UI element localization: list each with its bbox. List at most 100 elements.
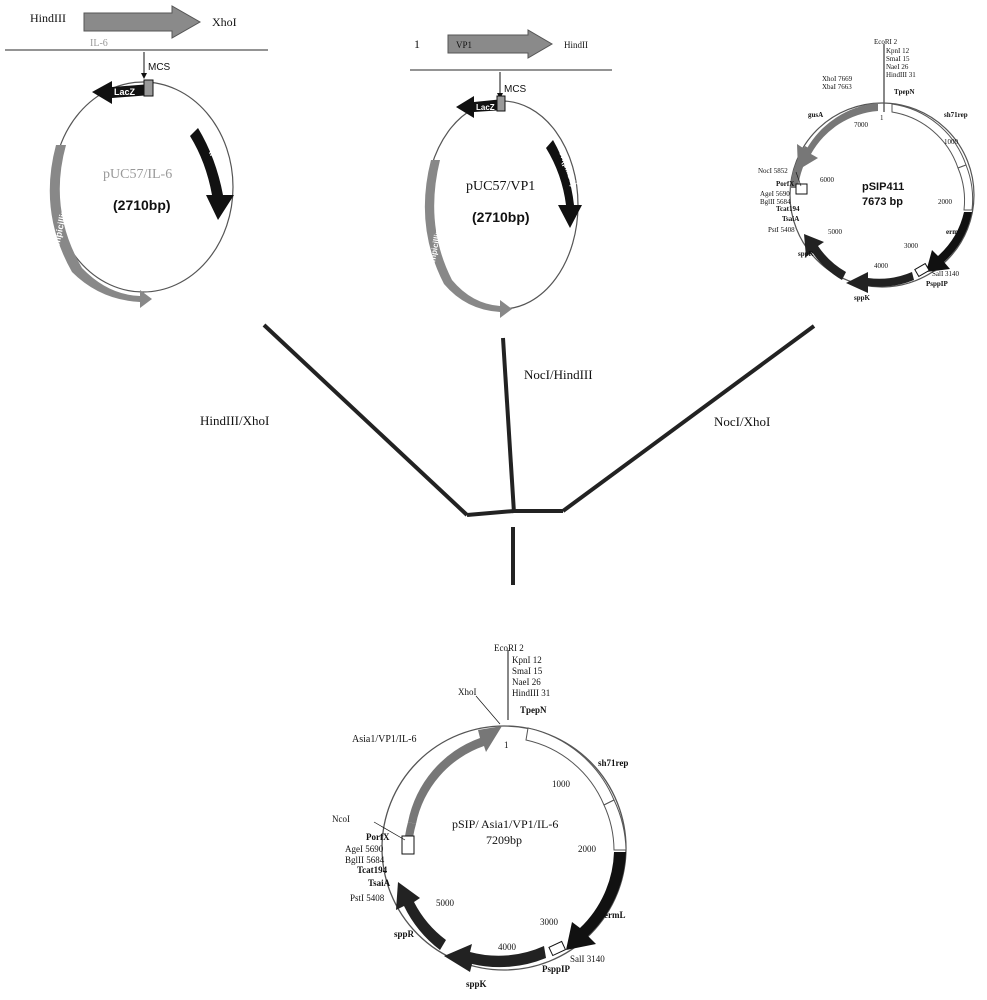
lacz2-label: LacZ — [476, 103, 495, 112]
mcs-label: MCS — [148, 62, 171, 73]
plasmid1-size: (2710bp) — [113, 197, 171, 213]
final-psti-label: PstI 5408 — [350, 893, 385, 903]
ampicillin2-arrow — [424, 160, 512, 318]
gene2-arrow — [447, 29, 553, 59]
lacz2-arrow — [456, 96, 504, 118]
final-sali-label: SalI 3140 — [570, 954, 605, 964]
plasmid1-name: pUC57/IL-6 — [103, 167, 172, 182]
tpepn-label: TpepN — [894, 88, 915, 96]
ampicillin-arrow — [49, 145, 152, 308]
bglii-label: BglII 5684 — [760, 198, 791, 206]
gene-il6-construct: HindIII IL-6 XhoI — [5, 5, 268, 51]
final-bglii-label: BglII 5684 — [345, 855, 385, 865]
final-porfx-box — [401, 835, 415, 855]
digest-right-label: NocI/XhoI — [714, 414, 770, 429]
digestion-lines — [262, 323, 816, 585]
tick-1000: 1000 — [944, 138, 959, 146]
site-naei: NaeI 26 — [886, 63, 909, 71]
final-ncoi-line — [373, 821, 406, 841]
final-tick-5000: 5000 — [436, 898, 455, 908]
final-sh71rep-body — [603, 799, 627, 851]
final-erml-arrow — [566, 852, 626, 950]
final-erml-label: ermL — [604, 910, 626, 920]
plasmid-final: EcoRI 2 KpnI 12 SmaI 15 NaeI 26 HindIII … — [332, 643, 628, 989]
final-site-kpni: KpnI 12 — [512, 655, 542, 665]
gene2-right-site: HindII — [564, 40, 588, 50]
site-kpni: KpnI 12 — [886, 47, 910, 55]
erml-label: ermL — [946, 228, 963, 236]
digest-left-label: HindIII/XhoI — [200, 413, 269, 428]
psip411-backbone — [789, 102, 975, 288]
tick-5000: 5000 — [828, 228, 843, 236]
final-sppk-label: sppK — [466, 979, 487, 989]
sppr-arrow — [804, 234, 846, 280]
final-xhoi-line — [475, 695, 501, 725]
line-middle — [501, 337, 516, 514]
tick-6000: 6000 — [820, 176, 835, 184]
tcat-label: Tcat194 — [776, 205, 800, 213]
final-sppr-arrow — [396, 882, 446, 950]
sppk-label: sppK — [854, 294, 871, 302]
sh71rep-label: sh71rep — [944, 111, 968, 119]
ori-arrow — [190, 128, 234, 220]
final-tpepn-label: TpepN — [520, 705, 547, 715]
final-psppip-label: PsppIP — [542, 964, 571, 974]
gene1-left-site: HindIII — [30, 11, 66, 25]
tsaia-label: TsaiA — [782, 215, 799, 223]
lacz-arrow — [92, 81, 151, 104]
site-smai: SmaI 15 — [886, 55, 910, 63]
final-origin-one: 1 — [504, 740, 509, 750]
porfx-label: PorfX — [776, 180, 794, 188]
noci-line — [795, 171, 802, 187]
tick-4000: 4000 — [874, 262, 889, 270]
plasmid-psip411: EcoRI 2 KpnI 12 SmaI 15 NaeI 26 HindIII … — [758, 38, 975, 302]
gene1-gene-label: IL-6 — [90, 38, 108, 49]
ori2-arrow — [546, 140, 582, 228]
plasmid-puc57-il6: MCS LacZ ori(pMB1) Ampicillin pUC57/IL-6… — [49, 52, 234, 308]
psppip-box — [914, 262, 930, 278]
mcs2-label: MCS — [504, 84, 527, 95]
plasmid2-name: pUC57/VP1 — [466, 179, 535, 194]
gusa-label: gusA — [808, 111, 823, 119]
erml-arrow — [926, 212, 972, 272]
gusa-arrow — [797, 103, 878, 170]
plasmid2-size: (2710bp) — [472, 209, 530, 225]
sppk-arrow — [846, 272, 914, 293]
final-agei-label: AgeI 5690 — [345, 844, 384, 854]
final-ncoi-label: NcoI — [332, 814, 350, 824]
final-site-xhoi: XhoI — [458, 687, 477, 697]
line-left — [262, 323, 469, 517]
plasmid-puc57-vp1: MCS LacZ ori(pMB1) Ampicillin pUC57/VP1 … — [424, 72, 582, 318]
final-insert-label: Asia1/VP1/IL-6 — [352, 734, 416, 745]
final-size: 7209bp — [486, 833, 522, 847]
gene1-right-site: XhoI — [212, 15, 237, 29]
final-tick-2000: 2000 — [578, 844, 597, 854]
line-right — [561, 324, 816, 513]
tick-7000: 7000 — [854, 121, 869, 129]
final-sppr-label: sppR — [394, 929, 415, 939]
mcs2-box — [496, 95, 506, 112]
sali-label: SalI 3140 — [932, 270, 960, 278]
plasmid1-backbone — [52, 81, 234, 293]
final-site-smai: SmaI 15 — [512, 666, 543, 676]
mcs-box — [143, 79, 154, 97]
origin-one: 1 — [880, 114, 884, 122]
plasmid3-size: 7673 bp — [862, 196, 903, 208]
gene1-arrow — [83, 5, 202, 39]
noci-label: NocI 5852 — [758, 167, 788, 175]
site-xhoi: XhoI 7669 — [822, 75, 853, 83]
final-site-ecori: EcoRI 2 — [494, 643, 524, 653]
final-site-naei: NaeI 26 — [512, 677, 541, 687]
gene-vp1-construct: 1 VP1 HindII — [410, 29, 612, 71]
final-name: pSIP/ Asia1/VP1/IL-6 — [452, 817, 558, 831]
final-sh71rep-label: sh71rep — [598, 758, 628, 768]
final-tick-1000: 1000 — [552, 779, 571, 789]
final-tick-4000: 4000 — [498, 942, 517, 952]
site-hindiii: HindIII 31 — [886, 71, 916, 79]
insert-arrow — [408, 726, 502, 824]
psti-label: PstI 5408 — [768, 226, 795, 234]
final-porfx-label: PorfX — [366, 832, 390, 842]
sh71rep-body — [957, 164, 974, 211]
